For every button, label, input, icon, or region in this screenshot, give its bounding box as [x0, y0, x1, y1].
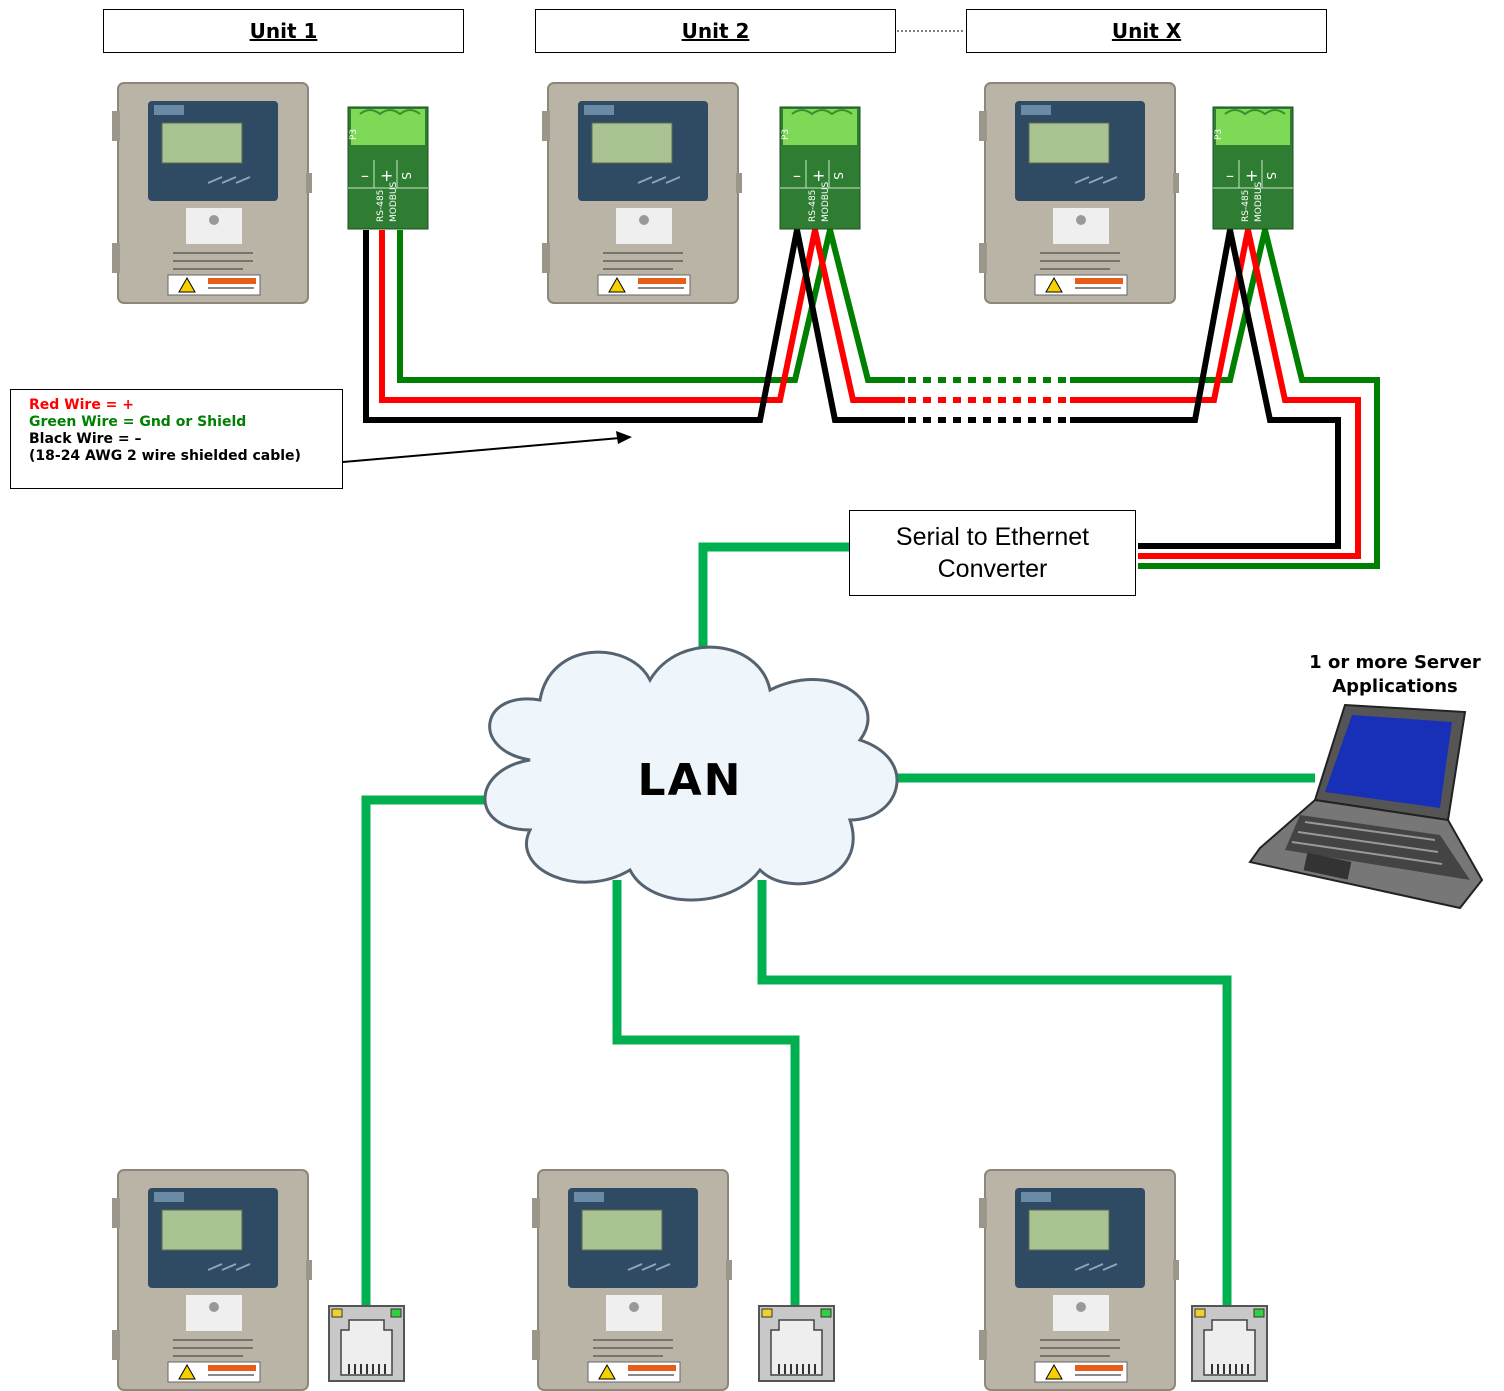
terminal-connector-unit1: P3 – + S RS-485 MODBUS [347, 106, 429, 230]
serial-to-ethernet-converter: Serial to Ethernet Converter [849, 510, 1136, 596]
unit2-device-image [541, 82, 743, 304]
server-label-line1: 1 or more Server [1309, 652, 1481, 673]
connector-shield-label: S [1264, 172, 1278, 180]
legend-red-wire: Red Wire = + [29, 397, 135, 413]
laptop-icon [1248, 703, 1484, 910]
connector-modbus-label: MODBUS [389, 181, 399, 222]
legend-arrow [342, 431, 632, 463]
unitx-label-text: Unit X [1111, 19, 1182, 43]
serial-wires [363, 229, 1380, 569]
server-label-line2: Applications [1332, 676, 1458, 697]
connector-minus-label: – [361, 166, 369, 185]
converter-line1: Serial to Ethernet [895, 523, 1090, 551]
connector-rs485-label: RS-485 [808, 190, 818, 222]
connector-modbus-label: MODBUS [821, 181, 831, 222]
connector-minus-label: – [793, 166, 801, 185]
lan-label: LAN [637, 755, 743, 806]
ethernet-lan-to-converter [698, 542, 849, 680]
connector-minus-label: – [1226, 166, 1234, 185]
connector-port-label: P3 [1214, 129, 1224, 140]
red-wire-segment [379, 229, 905, 403]
ethernet-lan-to-device-1 [361, 795, 493, 1310]
connector-plus-label: + [1245, 166, 1258, 185]
unit1-label-text: Unit 1 [249, 19, 318, 43]
unit1-device-image [111, 82, 313, 304]
server-applications-label: 1 or more Server Applications [1290, 651, 1500, 699]
rj45-port-icon [1191, 1305, 1268, 1382]
lan-cloud [483, 645, 899, 902]
connector-rs485-label: RS-485 [376, 190, 386, 222]
connector-plus-label: + [380, 166, 393, 185]
legend-black-wire: Black Wire = – [29, 431, 142, 447]
ethernet-wires [361, 542, 1315, 1310]
lan-device-1-image [111, 1169, 313, 1391]
unitx-device-image [978, 82, 1180, 304]
connector-rs485-label: RS-485 [1241, 190, 1251, 222]
rj45-port-icon [328, 1305, 405, 1382]
lan-device-3-image [978, 1169, 1180, 1391]
black-wire-to-converter [1070, 229, 1341, 549]
connector-shield-label: S [831, 172, 845, 180]
connector-shield-label: S [399, 172, 413, 180]
ethernet-lan-to-device-3 [757, 880, 1232, 1310]
connector-plus-label: + [812, 166, 825, 185]
unitx-label: Unit X [966, 9, 1327, 53]
unit1-label: Unit 1 [103, 9, 464, 53]
red-wire-to-converter [1070, 229, 1361, 559]
connector-port-label: P3 [781, 129, 791, 140]
ethernet-lan-to-device-2 [612, 880, 800, 1310]
wire-legend: Red Wire = + Green Wire = Gnd or Shield … [10, 389, 343, 489]
legend-cable-spec: (18-24 AWG 2 wire shielded cable) [29, 448, 301, 464]
connector-port-label: P3 [349, 129, 359, 140]
unit2-label-text: Unit 2 [681, 19, 750, 43]
terminal-connector-unitx: P3 – + S RS-485 MODBUS [1212, 106, 1294, 230]
converter-line2: Converter [937, 555, 1048, 583]
rj45-port-icon [758, 1305, 835, 1382]
unit2-label: Unit 2 [535, 9, 896, 53]
connector-modbus-label: MODBUS [1254, 181, 1264, 222]
lan-device-2-image [531, 1169, 733, 1391]
terminal-connector-unit2: P3 – + S RS-485 MODBUS [779, 106, 861, 230]
black-wire-segment [363, 229, 905, 423]
legend-green-wire: Green Wire = Gnd or Shield [29, 414, 247, 430]
green-wire-to-converter [1070, 229, 1380, 569]
